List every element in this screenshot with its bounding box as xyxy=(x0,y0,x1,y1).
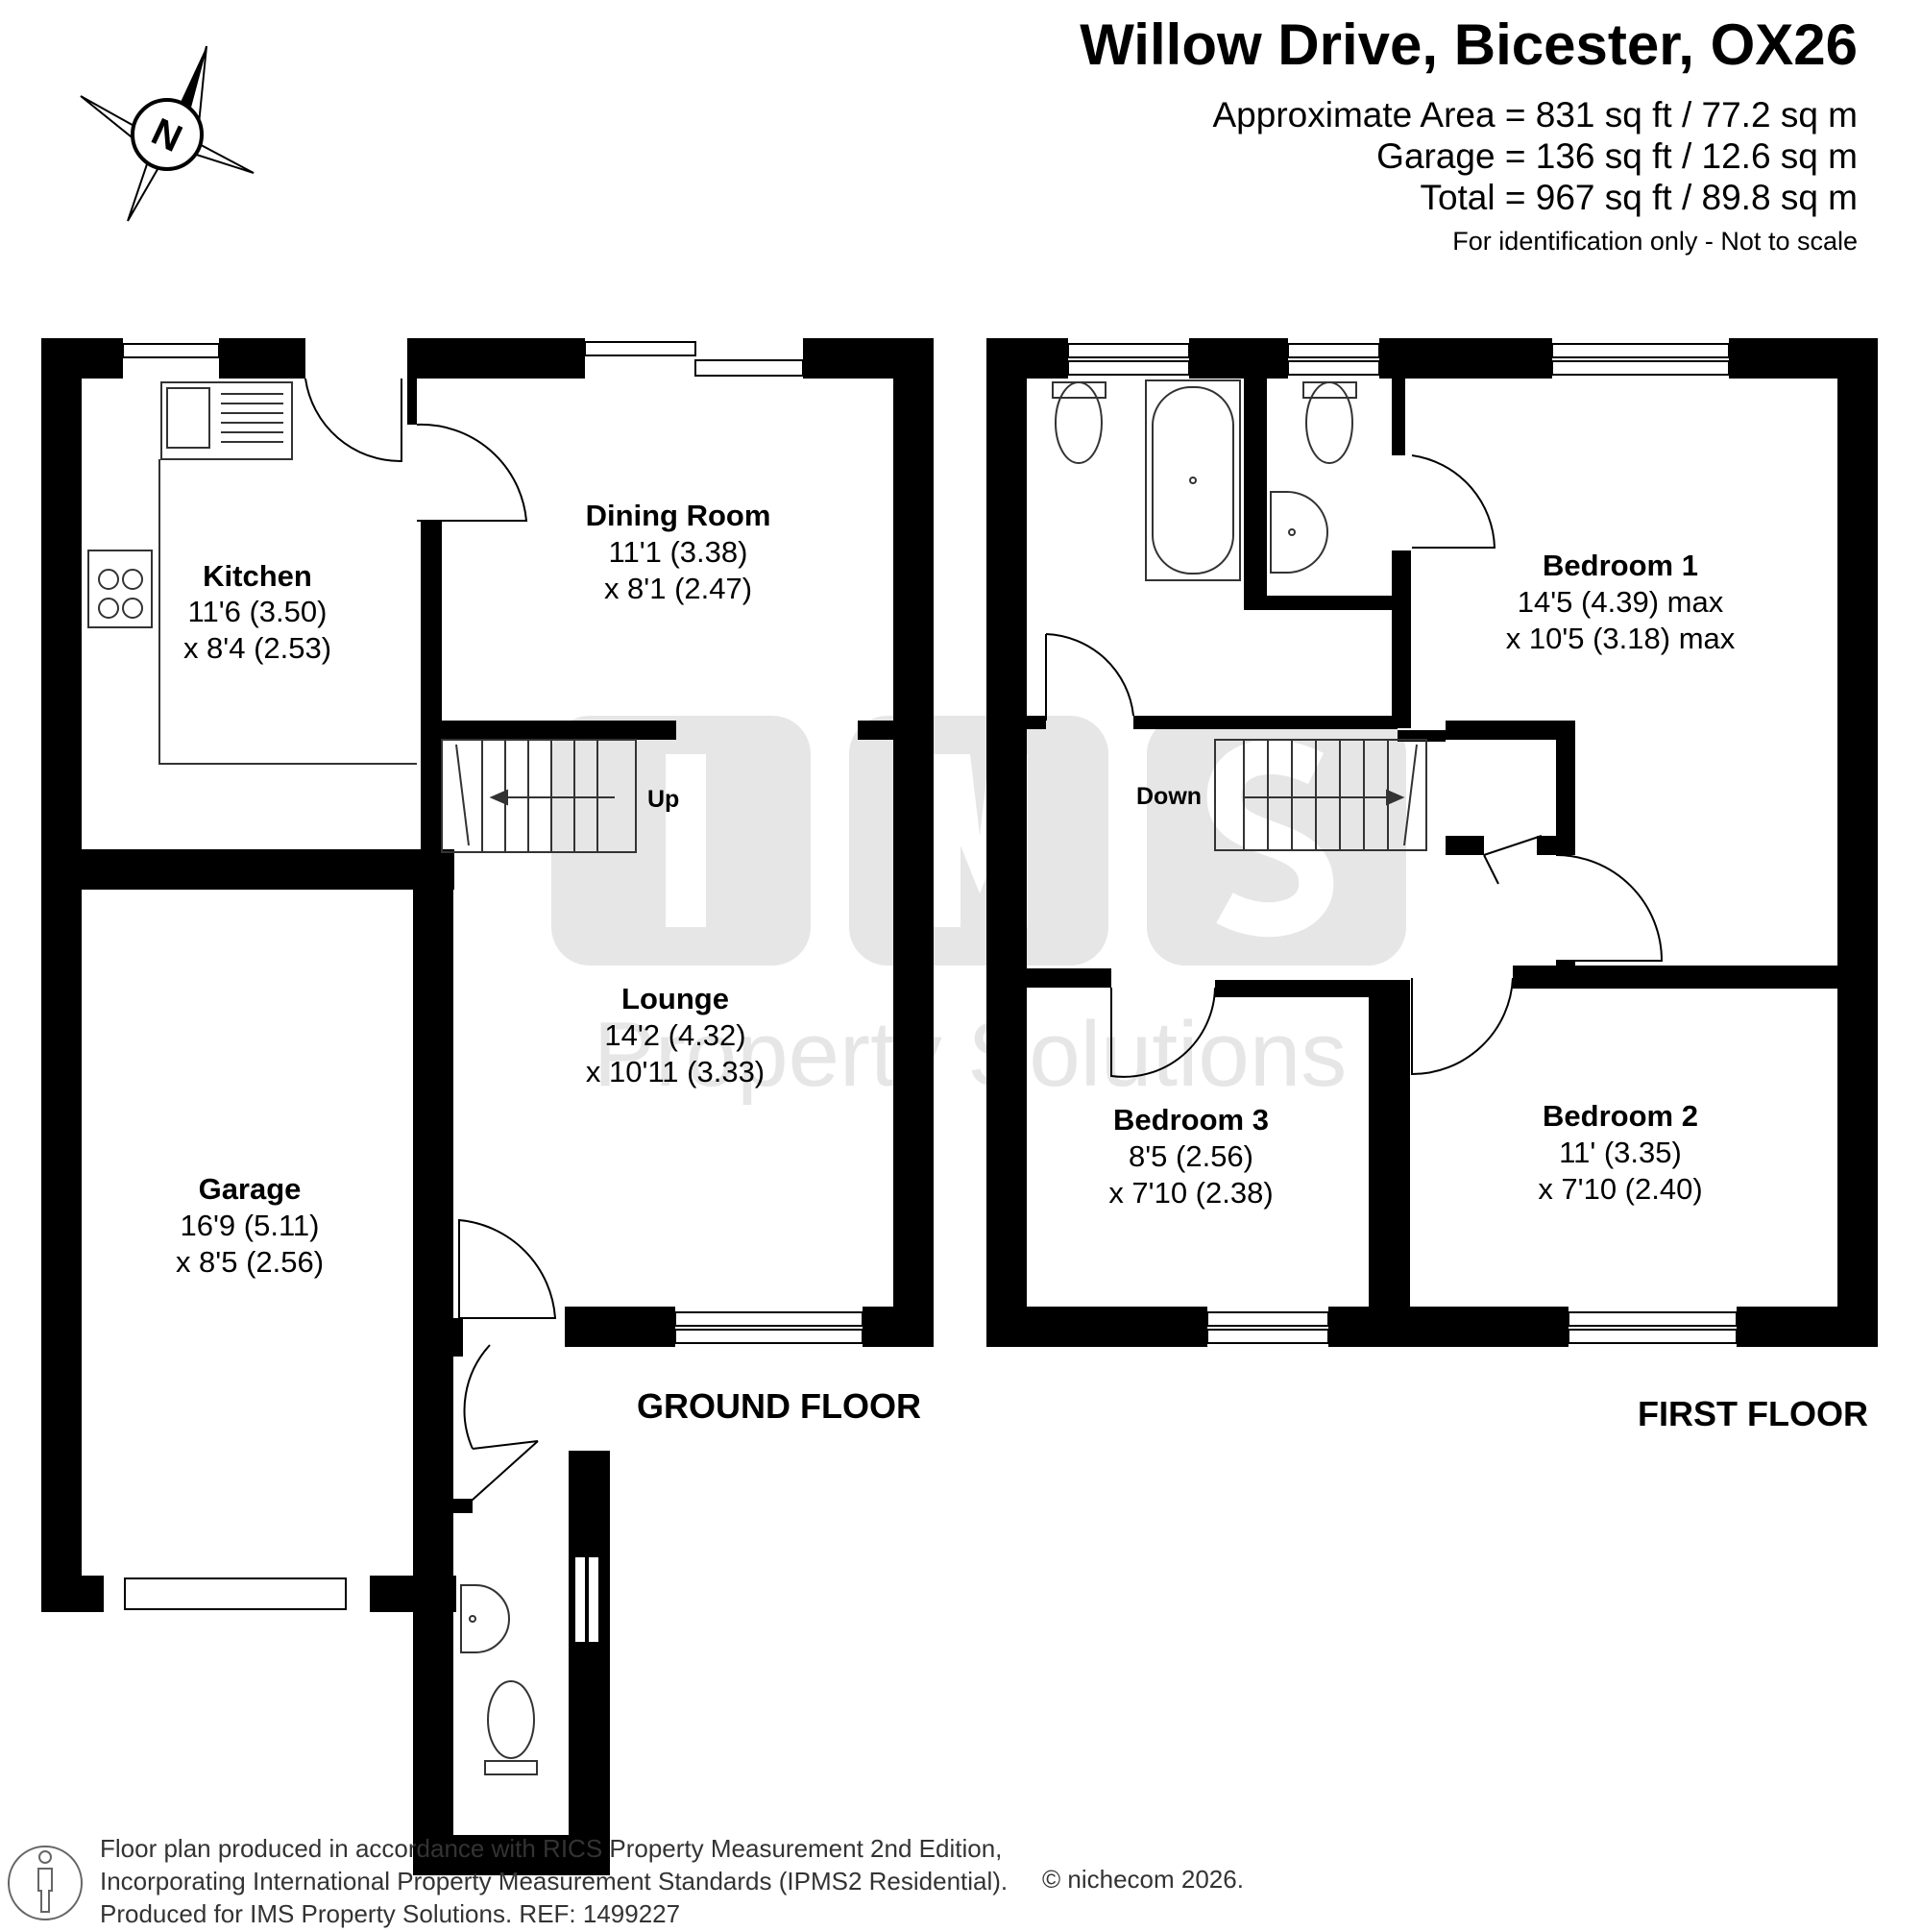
copyright: © nichecom 2026. xyxy=(1042,1865,1244,1894)
room-lounge: Lounge 14'2 (4.32) x 10'11 (3.33) xyxy=(586,982,765,1088)
room-dim: x 8'5 (2.56) xyxy=(176,1245,324,1279)
room-bedroom-1: Bedroom 1 14'5 (4.39) max x 10'5 (3.18) … xyxy=(1506,549,1736,655)
room-name: Bedroom 2 xyxy=(1543,1099,1698,1133)
room-bedroom-3: Bedroom 3 8'5 (2.56) x 7'10 (2.38) xyxy=(1108,1103,1273,1210)
north-compass-icon: N xyxy=(80,45,255,222)
first-floor-label: FIRST FLOOR xyxy=(1638,1394,1868,1433)
room-dim: 11' (3.35) xyxy=(1559,1136,1682,1169)
first-stairs-label: Down xyxy=(1136,783,1202,810)
watermark-text: Property Solutions xyxy=(594,1003,1347,1106)
wc-fixtures xyxy=(460,1584,538,1775)
room-dining: Dining Room 11'1 (3.38) x 8'1 (2.47) xyxy=(586,499,771,605)
room-dim: x 7'10 (2.38) xyxy=(1108,1176,1273,1210)
room-dim: 14'2 (4.32) xyxy=(604,1018,745,1052)
room-dim: 8'5 (2.56) xyxy=(1129,1139,1253,1173)
first-floor-doors xyxy=(1045,454,1664,1078)
room-name: Kitchen xyxy=(203,559,312,593)
total-area: Total = 967 sq ft / 89.8 sq m xyxy=(1420,178,1858,217)
ground-floor-windows xyxy=(122,341,863,1644)
hob-icon xyxy=(87,550,153,628)
person-scale-icon xyxy=(8,1846,83,1920)
room-garage: Garage 16'9 (5.11) x 8'5 (2.56) xyxy=(176,1172,324,1279)
first-floor-walls xyxy=(986,338,1878,1347)
footer-text: Floor plan produced in accordance with R… xyxy=(100,1832,1008,1930)
room-name: Lounge xyxy=(621,982,729,1015)
approx-area: Approximate Area = 831 sq ft / 77.2 sq m xyxy=(1212,95,1858,135)
room-dim: x 7'10 (2.40) xyxy=(1538,1172,1702,1206)
ground-floor-doors xyxy=(304,378,557,1509)
kitchen-fixtures xyxy=(87,381,417,765)
room-dim: 11'1 (3.38) xyxy=(609,535,748,569)
kitchen-sink-icon xyxy=(160,381,293,460)
room-name: Dining Room xyxy=(586,499,771,532)
room-dim: x 8'1 (2.47) xyxy=(604,572,752,605)
room-kitchen: Kitchen 11'6 (3.50) x 8'4 (2.53) xyxy=(183,559,331,665)
first-floor-stairs xyxy=(1214,739,1427,851)
bathroom-fixtures xyxy=(1052,379,1357,581)
ground-stairs-label: Up xyxy=(647,786,679,813)
toilet-icon xyxy=(487,1680,535,1759)
basin-icon xyxy=(460,1584,510,1653)
room-dim: x 8'4 (2.53) xyxy=(183,631,331,665)
room-dim: x 10'5 (3.18) max xyxy=(1506,622,1736,655)
room-bedroom-2: Bedroom 2 11' (3.35) x 7'10 (2.40) xyxy=(1538,1099,1702,1206)
room-name: Bedroom 1 xyxy=(1543,549,1698,582)
footer-line: Incorporating International Property Mea… xyxy=(100,1867,1009,1895)
bath-icon xyxy=(1145,379,1241,581)
footer-line: Produced for IMS Property Solutions. REF… xyxy=(100,1899,681,1928)
room-dim: 14'5 (4.39) max xyxy=(1518,585,1724,619)
garage-area: Garage = 136 sq ft / 12.6 sq m xyxy=(1376,136,1858,176)
toilet-icon xyxy=(1055,381,1103,464)
room-dim: 16'9 (5.11) xyxy=(181,1209,320,1242)
room-dim: 11'6 (3.50) xyxy=(188,595,328,628)
room-name: Garage xyxy=(199,1172,302,1206)
room-name: Bedroom 3 xyxy=(1113,1103,1269,1137)
scale-note: For identification only - Not to scale xyxy=(1452,227,1858,256)
ground-floor-walls xyxy=(41,338,934,1875)
ground-floor-label: GROUND FLOOR xyxy=(637,1386,921,1426)
basin-icon xyxy=(1270,491,1328,574)
footer-line: Floor plan produced in accordance with R… xyxy=(100,1834,1003,1863)
first-floor-windows xyxy=(1067,343,1738,1344)
toilet-icon xyxy=(1305,381,1353,464)
room-dim: x 10'11 (3.33) xyxy=(586,1055,765,1088)
ground-floor-stairs xyxy=(441,739,637,853)
property-title: Willow Drive, Bicester, OX26 xyxy=(1080,12,1858,77)
